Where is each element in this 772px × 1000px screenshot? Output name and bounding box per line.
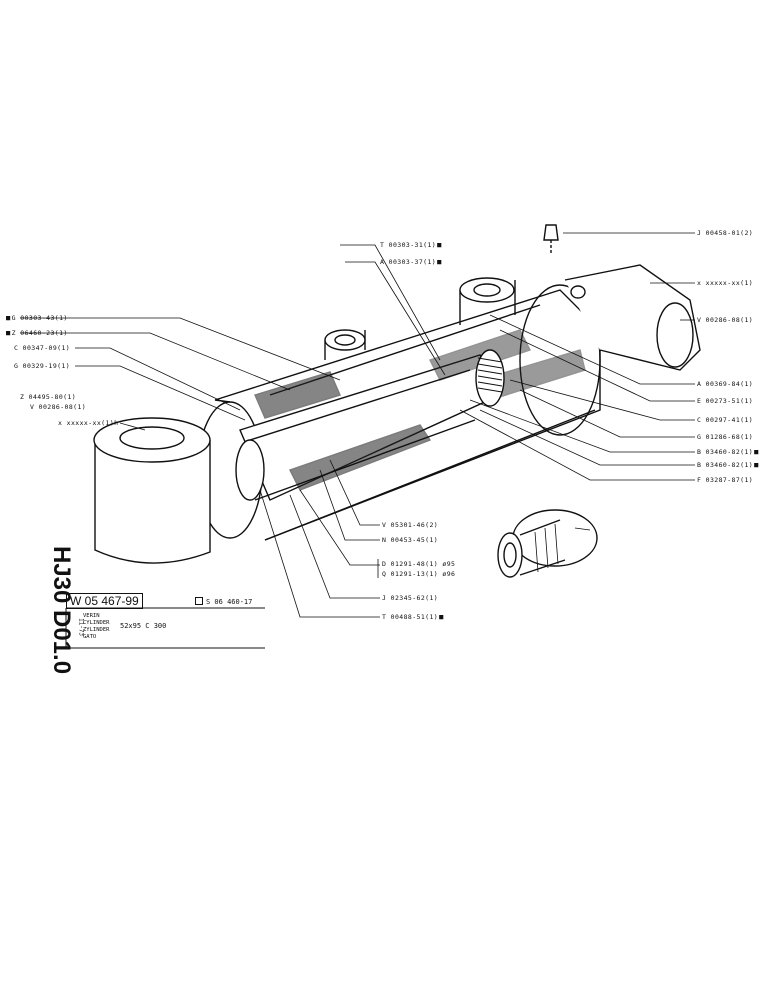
cylinder-size-spec: 52x95 C 300 [120, 622, 167, 630]
label-t00488: T 00488-51(1) [382, 613, 444, 621]
part-name-fr: VERIN [83, 613, 100, 619]
drawing-code-text: HJ30 D01.0 [48, 545, 75, 675]
part-name-en: CYLINDER [83, 620, 110, 626]
label-g01286: G 01286-68(1) [697, 433, 754, 441]
rear-clevis-head [564, 264, 701, 371]
piston-rod [235, 369, 476, 501]
label-e00273: E 00273-51(1) [697, 397, 754, 405]
bushing-detail [497, 509, 598, 578]
part-reference-number: W 05 467-99 [66, 593, 143, 609]
label-xxxxx-top: x xxxxx-xx(1) [697, 279, 754, 287]
label-z04495: Z 04495-80(1) [20, 393, 77, 401]
label-g00303: G 00303-43(1) [6, 314, 68, 322]
label-j00458: J 00458-01(2) [697, 229, 754, 237]
label-b03460-b: B 03460-82(1) [697, 461, 759, 469]
grease-nipple [543, 224, 559, 255]
part-names-multilingual: VERIN CYLINDER ZYLINDER GATO [83, 613, 110, 641]
label-a00369: A 00369-84(1) [697, 380, 754, 388]
label-z06460: Z 06460-23(1) [6, 329, 68, 337]
label-d01291: D 01291-48(1) ø95 [382, 560, 456, 568]
label-f03287: F 03287-87(1) [697, 476, 754, 484]
label-b03460-a: B 03460-82(1) [697, 448, 759, 456]
oil-ports [324, 277, 516, 360]
label-v00286-left: V 00286-08(1) [30, 403, 87, 411]
label-g00329: G 00329-19(1) [14, 362, 71, 370]
label-c00347: C 00347-09(1) [14, 344, 71, 352]
part-name-de: ZYLINDER [83, 627, 110, 633]
label-q01291: Q 01291-13(1) ø96 [382, 570, 456, 578]
label-n00453: N 00453-45(1) [382, 536, 439, 544]
drawing-code-vertical: HJ30 D01.0 [48, 546, 75, 674]
label-v05301: V 05301-46(2) [382, 521, 439, 529]
part-name-es: GATO [83, 634, 97, 640]
rod-eye [93, 417, 211, 564]
see-also-reference: S 06 460-17 [195, 597, 252, 606]
cylinder-barrel [197, 284, 601, 541]
piston-thread [475, 349, 505, 407]
label-xxxxx-left: x xxxxx-xx(1)h [58, 419, 119, 427]
label-a00303: A 00303-37(1) [380, 258, 442, 266]
label-t00303: T 00303-31(1) [380, 241, 442, 249]
label-j02345: J 02345-62(1) [382, 594, 439, 602]
label-c00297: C 00297-41(1) [697, 416, 754, 424]
label-v00286-right: V 00286-08(1) [697, 316, 754, 324]
